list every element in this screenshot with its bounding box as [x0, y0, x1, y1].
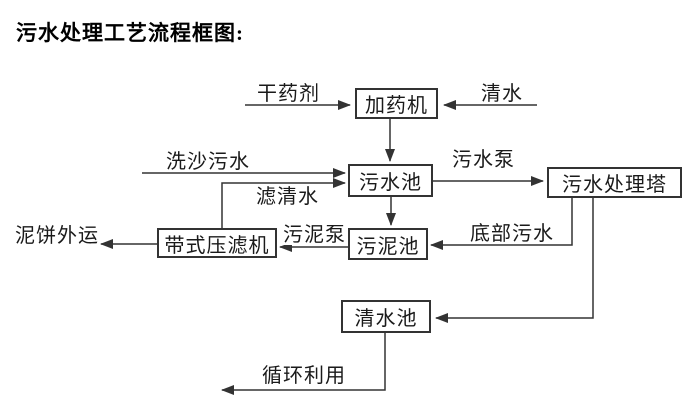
label-clean-water: 清水: [481, 83, 523, 105]
label-dry-chemical: 干药剂: [257, 83, 320, 105]
label-sand-washing-sewage: 洗沙污水: [166, 151, 250, 173]
arrow-clean-pool-to-recycle: [221, 333, 386, 395]
node-sewage-pool: 污水池: [348, 164, 433, 197]
node-belt-filter-press-label: 带式压滤机: [164, 234, 270, 257]
label-sewage-pump: 污水泵: [452, 149, 515, 171]
page-title: 污水处理工艺流程框图:: [16, 21, 244, 45]
node-treatment-tower: 污水处理塔: [547, 167, 682, 198]
label-mud-cake-out: 泥饼外运: [15, 225, 99, 247]
node-dosing-machine-label: 加药机: [365, 95, 428, 117]
node-clean-water-pool: 清水池: [341, 300, 431, 333]
arrow-filtered-water-to-sewage-pool: [221, 178, 346, 228]
label-bottom-sewage: 底部污水: [470, 223, 554, 245]
label-recycle-use: 循环利用: [262, 365, 346, 387]
node-sludge-pool: 污泥池: [348, 228, 428, 260]
node-belt-filter-press: 带式压滤机: [157, 228, 277, 258]
label-filtered-water: 滤清水: [256, 186, 319, 208]
node-sewage-pool-label: 污水池: [359, 172, 422, 194]
arrow-tower-to-clean-water-pool: [435, 198, 594, 323]
node-clean-water-pool-label: 清水池: [354, 308, 418, 330]
node-sludge-pool-label: 污泥池: [356, 235, 420, 258]
arrow-bottom-sewage-to-sludge-pool: [430, 198, 573, 250]
label-sludge-pump: 污泥泵: [283, 224, 346, 246]
node-dosing-machine: 加药机: [355, 88, 438, 119]
node-treatment-tower-label: 污水处理塔: [562, 174, 667, 196]
